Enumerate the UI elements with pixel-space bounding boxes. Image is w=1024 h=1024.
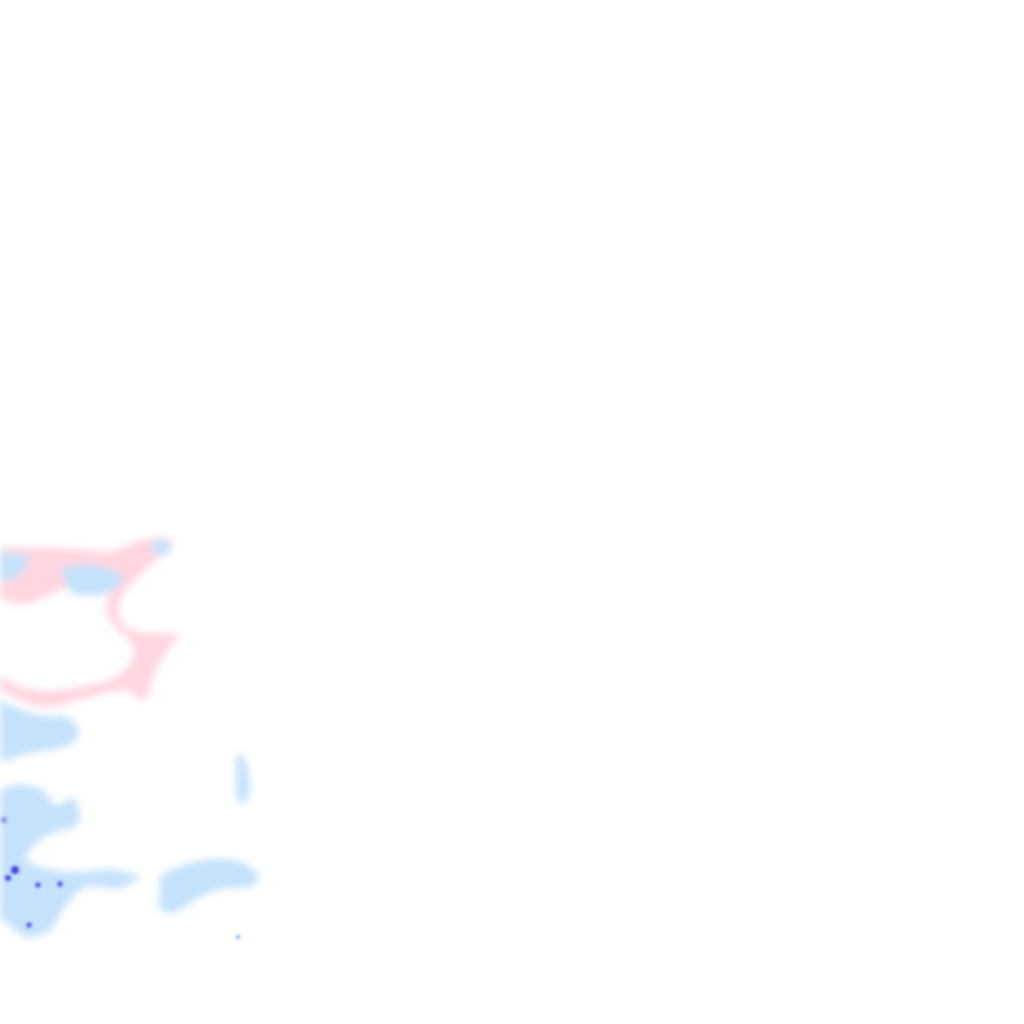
- rain-area: [150, 539, 171, 556]
- mixed-precip-area: [0, 537, 180, 708]
- heavy-rain-cell: [236, 935, 240, 939]
- rain-area: [110, 872, 140, 880]
- heavy-rain-cell: [5, 875, 11, 881]
- rain-area: [0, 552, 30, 582]
- rain-area: [0, 700, 79, 760]
- heavy-rain-cell: [57, 881, 63, 887]
- heavy-rain-cell: [26, 922, 32, 928]
- rain-area: [0, 784, 133, 937]
- rain-area: [236, 754, 250, 804]
- heavy-rain-cell: [1, 817, 7, 823]
- rain-area: [60, 564, 125, 596]
- rain-area: [158, 858, 259, 914]
- heavy-rain-cell: [11, 866, 19, 874]
- heavy-rain-cell: [35, 882, 41, 888]
